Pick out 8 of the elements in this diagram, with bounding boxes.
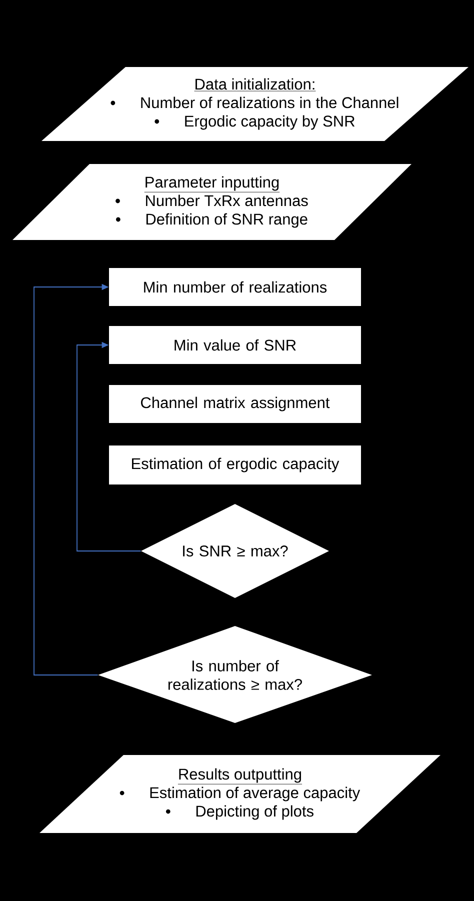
- data-parallelogram: Data initialization: Number of realizations in the Channel Ergodic capacity by SNR: [42, 67, 468, 141]
- arrow: [76, 342, 142, 552]
- data-parallelogram: Results outputting Estimation of average capacity Depicting of plots: [40, 755, 440, 833]
- process-box: Estimation of ergodic capacity: [109, 446, 361, 484]
- data-parallelogram: Parameter inputting Number TxRx antennas Definition of SNR range: [12, 164, 412, 240]
- process-box: Min value of SNR: [109, 326, 361, 364]
- process-box: Min number of realizations: [109, 268, 361, 306]
- process-box: Channel matrix assignment: [109, 385, 361, 423]
